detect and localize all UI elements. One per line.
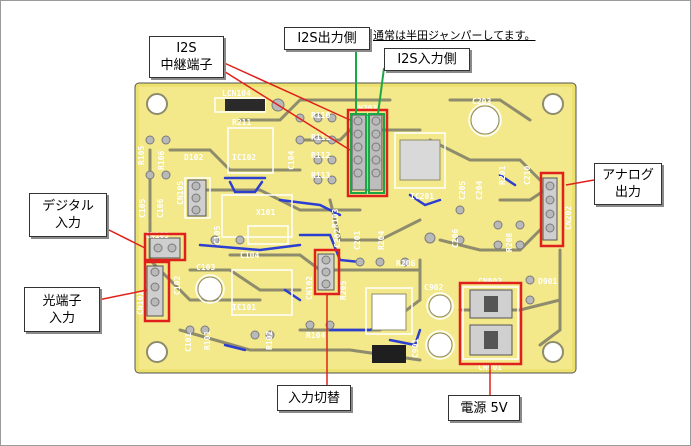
highlight-optical-in bbox=[143, 260, 171, 323]
note-solder-jumper: 通常は半田ジャンパーしてます。 bbox=[373, 29, 536, 42]
silk-r211: R211 bbox=[232, 118, 251, 127]
callout-power: 電源 5V bbox=[448, 395, 520, 421]
silk-c104: C104 bbox=[240, 251, 259, 260]
highlight-i2s-in bbox=[368, 113, 385, 194]
silk-c901: C901 bbox=[411, 339, 420, 358]
silk-c105b: C105 bbox=[213, 226, 222, 245]
silk-c902: C902 bbox=[424, 283, 443, 292]
silk-c210: C210 bbox=[523, 166, 532, 185]
pads bbox=[145, 98, 555, 340]
silk-r208: R208 bbox=[505, 233, 514, 252]
silk-c102: C102 bbox=[173, 276, 182, 295]
silk-r204: R204 bbox=[377, 231, 386, 250]
silk-c103: C103 bbox=[196, 263, 215, 272]
silk-r105: R105 bbox=[137, 146, 146, 165]
silk-c206: C206 bbox=[451, 229, 460, 248]
silk-r201: R201 bbox=[498, 166, 507, 185]
silk-r112: R112 bbox=[311, 151, 330, 160]
callout-analog-out-line2: 出力 bbox=[614, 185, 641, 200]
silk-c202: C202 bbox=[333, 229, 342, 248]
silkscreen-labels: LCN104 R211 R105 R106 D102 IC102 C104 R1… bbox=[136, 89, 573, 372]
silk-cn102: CN102 bbox=[305, 276, 314, 300]
callout-i2s-out: I2S出力側 bbox=[284, 27, 370, 50]
silk-c105: C105 bbox=[138, 199, 147, 218]
highlight-i2s-relay bbox=[346, 108, 389, 198]
callout-optical-in: 光端子 入力 bbox=[24, 287, 100, 332]
silk-c106: C106 bbox=[156, 199, 165, 218]
callout-optical-in-line2: 入力 bbox=[48, 310, 75, 326]
callout-input-switch-label: 入力切替 bbox=[287, 390, 340, 406]
highlight-boxes-green bbox=[350, 113, 385, 194]
highlight-i2s-out bbox=[350, 113, 367, 194]
callout-input-switch: 入力切替 bbox=[277, 385, 351, 411]
callout-optical-in-line1: 光端子 bbox=[42, 293, 82, 309]
callout-digital-in: デジタル 入力 bbox=[29, 193, 107, 237]
silk-n203: N203 bbox=[358, 104, 377, 113]
callout-digital-in-line2: 入力 bbox=[54, 216, 81, 231]
silk-r106: R106 bbox=[157, 151, 166, 170]
silk-c201: C201 bbox=[353, 231, 362, 250]
highlight-digital-in bbox=[143, 232, 187, 262]
silk-r113: R113 bbox=[311, 171, 330, 180]
silk-lcn104: LCN104 bbox=[222, 89, 251, 98]
silk-c101: C101 bbox=[184, 333, 193, 352]
silk-r110: R110 bbox=[311, 111, 330, 120]
silk-cn103: CN103 bbox=[145, 231, 169, 240]
silk-ic102: IC102 bbox=[232, 153, 256, 162]
callout-i2s-out-label: I2S出力側 bbox=[297, 31, 357, 46]
silk-ic101: IC101 bbox=[232, 303, 256, 312]
silk-r111: R111 bbox=[311, 133, 330, 142]
silk-cn202: CN202 bbox=[564, 206, 573, 230]
silk-c204: C204 bbox=[475, 181, 484, 200]
silk-r103: R103 bbox=[331, 209, 340, 228]
silk-x101: X101 bbox=[256, 208, 275, 217]
callout-i2s-relay-line2: 中継端子 bbox=[160, 58, 213, 73]
highlight-analog-out bbox=[539, 171, 565, 248]
callout-i2s-in-label: I2S入力側 bbox=[397, 52, 457, 67]
leader-lines bbox=[97, 61, 595, 395]
silk-c205: C205 bbox=[458, 181, 467, 200]
callout-i2s-relay: I2S 中継端子 bbox=[149, 36, 224, 78]
leader-lines-green bbox=[355, 48, 385, 115]
mounting-holes bbox=[146, 93, 564, 363]
silk-c104a: C104 bbox=[287, 151, 296, 170]
callout-digital-in-line1: デジタル bbox=[42, 199, 94, 214]
silk-r101: R101 bbox=[203, 331, 212, 350]
silk-c203: C203 bbox=[472, 97, 491, 106]
callout-i2s-relay-line1: I2S bbox=[176, 41, 197, 56]
silk-ic901: IC901 bbox=[374, 321, 398, 330]
silk-cn902: CN902 bbox=[478, 277, 502, 286]
callout-power-label: 電源 5V bbox=[460, 400, 508, 416]
silk-d102: D102 bbox=[184, 153, 203, 162]
silk-r104: R104 bbox=[306, 331, 325, 340]
silk-r102: R102 bbox=[265, 331, 274, 350]
silk-r205: R205 bbox=[339, 281, 348, 300]
silk-r206: R206 bbox=[396, 259, 415, 268]
callout-analog-out-line1: アナログ bbox=[602, 168, 654, 183]
silk-ic201: IC201 bbox=[410, 192, 434, 201]
silk-d901: D901 bbox=[538, 277, 557, 286]
callout-i2s-in: I2S入力側 bbox=[384, 48, 470, 71]
callout-analog-out: アナログ 出力 bbox=[594, 163, 662, 205]
silk-cn101: CN101 bbox=[136, 291, 145, 315]
silk-cn105: CN105 bbox=[176, 181, 185, 205]
highlight-boxes-red bbox=[143, 108, 565, 366]
